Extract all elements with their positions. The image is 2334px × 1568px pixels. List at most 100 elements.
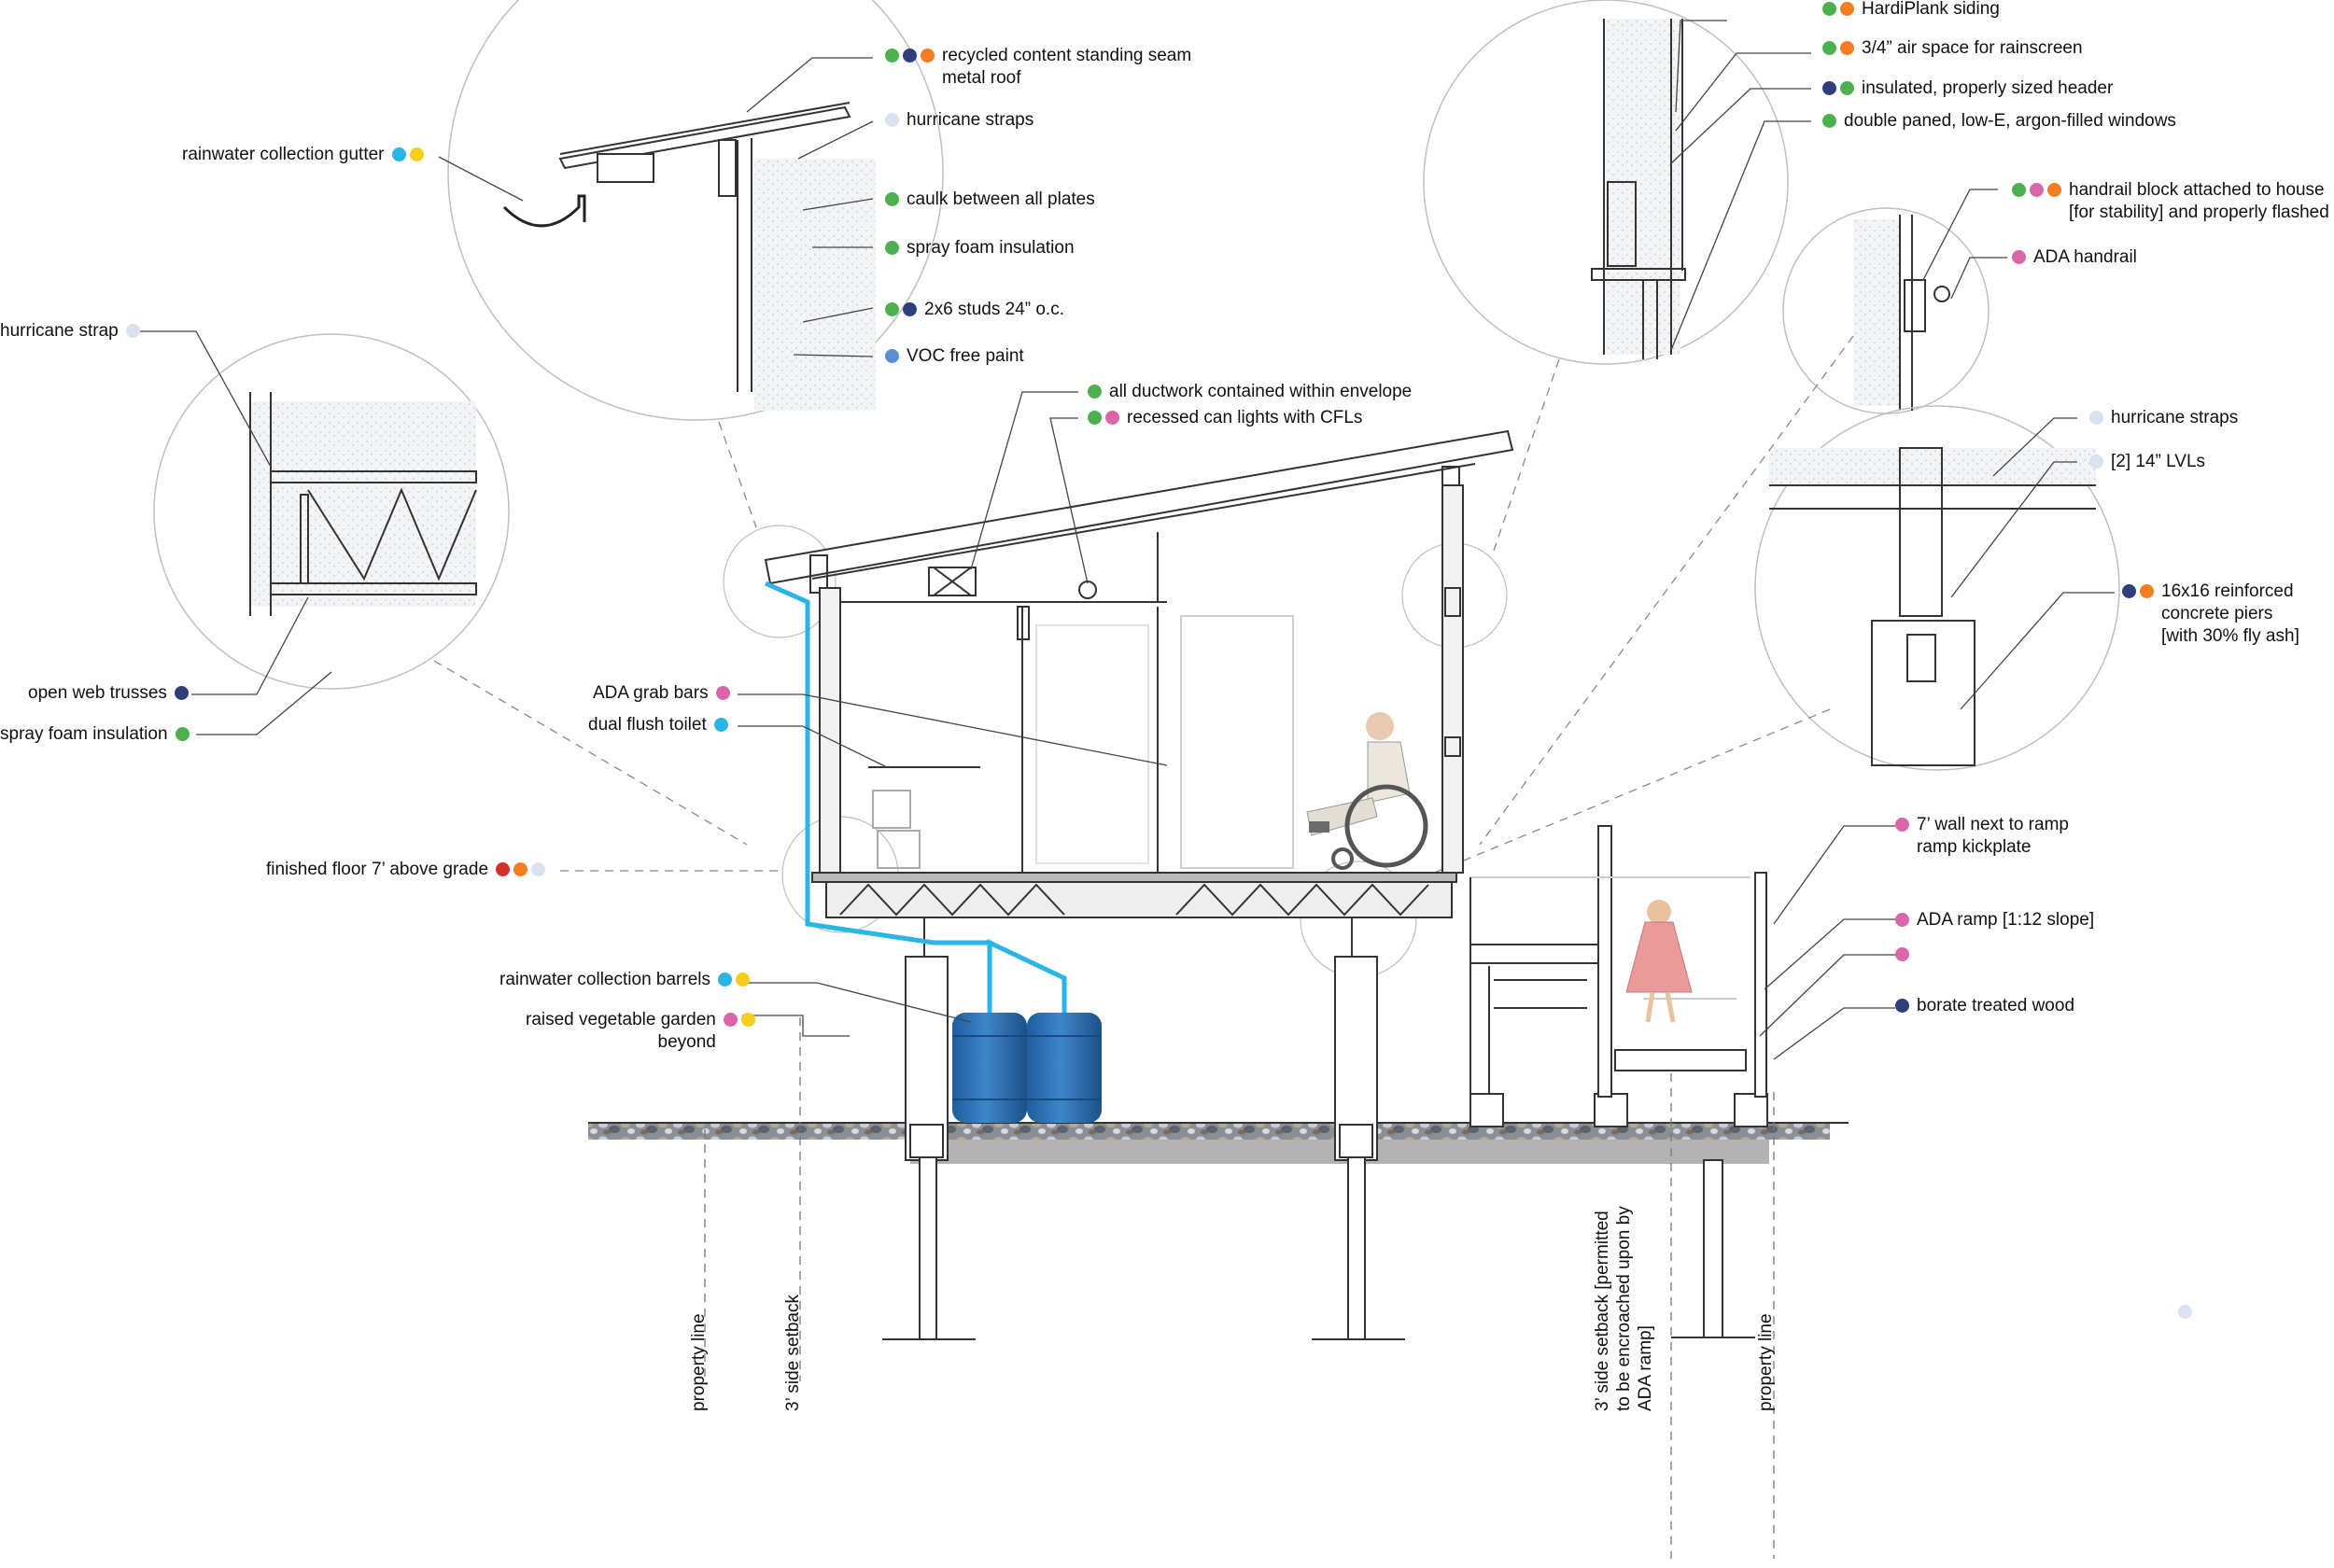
pink-dot-icon — [2030, 183, 2044, 198]
legend-dots — [1895, 999, 1909, 1014]
pink-dot-icon — [2012, 250, 2026, 265]
label-borate: borate treated wood — [1895, 995, 2074, 1017]
wall-detail-content — [247, 392, 477, 616]
label-hurricane-straps-right: hurricane straps — [2089, 407, 2238, 429]
label-text: metal roof — [942, 68, 1021, 88]
label-text: 3’ side setback [permitted — [1593, 1211, 1612, 1411]
lightblue-dot-icon — [531, 862, 546, 877]
orange-dot-icon — [513, 862, 528, 877]
label-lvls: [2] 14” LVLs — [2089, 451, 2205, 473]
pink-dot-icon — [1895, 818, 1909, 833]
label-text: spray foam insulation — [0, 724, 168, 744]
label-text: HardiPlank siding — [1862, 0, 2000, 19]
orange-dot-icon — [921, 49, 935, 63]
green-dot-icon — [885, 192, 899, 207]
label-caulk: caulk between all plates — [885, 189, 1095, 211]
detail-circle-pier — [1754, 405, 2120, 771]
label-text: handrail block attached to house — [2069, 180, 2325, 200]
roof-detail-content — [502, 102, 876, 411]
green-dot-icon — [885, 302, 899, 317]
label-text: borate treated wood — [1917, 996, 2075, 1015]
label-grab-bars: ADA grab bars — [593, 682, 730, 705]
label-text: 7’ wall next to ramp — [1917, 815, 2069, 834]
person-in-wheelchair — [1306, 712, 1428, 870]
label-handrail-block: handrail block attached to house [for sta… — [2012, 179, 2329, 224]
handrail-detail-content — [1853, 215, 1950, 411]
legend-dots — [391, 147, 424, 162]
label-text: ADA ramp] — [1636, 1325, 1655, 1411]
house-section — [764, 429, 1514, 918]
label-ada-handrail: ADA handrail — [2012, 246, 2137, 269]
pink-dot-icon — [715, 686, 730, 701]
green-dot-icon — [1822, 41, 1836, 56]
label-toilet: dual flush toilet — [588, 714, 728, 736]
rainwater-barrels — [952, 1013, 1102, 1123]
label-text: [for stability] and properly flashed — [2069, 203, 2329, 222]
legend-dots — [885, 113, 899, 128]
label-text: ADA grab bars — [593, 683, 709, 703]
navy-dot-icon — [1822, 81, 1836, 96]
detail-circle-window — [1423, 0, 1789, 365]
legend-dots — [1822, 41, 1854, 56]
green-dot-icon — [175, 727, 190, 742]
legend-dots — [2012, 250, 2026, 265]
label-trusses: open web trusses — [28, 682, 189, 705]
label-text: [with 30% fly ash] — [2161, 626, 2299, 646]
lightblue-dot-icon — [2089, 455, 2103, 469]
orange-dot-icon — [1840, 2, 1854, 17]
legend-dots — [885, 302, 917, 317]
label-header: insulated, properly sized header — [1822, 77, 2113, 100]
blue-dot-icon — [885, 349, 899, 364]
lightblue-dot-icon — [2089, 411, 2103, 426]
label-text: ADA ramp [1:12 slope] — [1917, 910, 2095, 930]
legend-dots — [175, 727, 190, 742]
label-leader-lines — [140, 20, 2115, 1060]
legend-dots — [2178, 1305, 2192, 1320]
label-barrels: rainwater collection barrels — [499, 969, 750, 991]
legend-dots — [1822, 2, 1854, 17]
label-text: property line — [1756, 1313, 1776, 1411]
label-text: beyond — [657, 1032, 716, 1052]
rainwater-pipe — [764, 581, 1067, 1013]
detail-circle-roof — [447, 0, 944, 421]
label-blank-pink — [1895, 944, 1917, 966]
label-text: rainwater collection barrels — [499, 970, 710, 989]
legend-dots — [2089, 455, 2103, 469]
cyan-dot-icon — [718, 973, 732, 987]
label-property-line-left: property line — [688, 1313, 710, 1411]
lightblue-dot-icon — [2178, 1305, 2192, 1320]
legend-dots — [715, 686, 730, 701]
label-hardiplank: HardiPlank siding — [1822, 0, 2000, 21]
green-dot-icon — [885, 241, 899, 256]
legend-dots — [1895, 947, 1909, 962]
label-stray-dot — [2178, 1301, 2200, 1323]
label-text: all ductwork contained within envelope — [1109, 382, 1413, 401]
label-text: VOC free paint — [907, 346, 1024, 366]
label-text: recessed can lights with CFLs — [1127, 408, 1363, 427]
yellow-dot-icon — [736, 973, 750, 987]
legend-dots — [2122, 584, 2154, 599]
legend-dots — [125, 324, 140, 339]
lightblue-dot-icon — [885, 113, 899, 128]
pink-dot-icon — [1105, 411, 1119, 426]
label-text: 16x16 reinforced — [2161, 581, 2294, 601]
piers — [882, 917, 1768, 1340]
pink-dot-icon — [723, 1013, 738, 1028]
navy-dot-icon — [903, 49, 917, 63]
label-text: raised vegetable garden — [526, 1010, 716, 1029]
legend-dots — [496, 862, 546, 877]
legend-dots — [718, 973, 750, 987]
legend-dots — [1822, 81, 1854, 96]
legend-dots — [713, 718, 728, 733]
label-text: rainwater collection gutter — [182, 145, 385, 164]
lightblue-dot-icon — [125, 324, 140, 339]
child-figure — [1625, 900, 1693, 1023]
label-airspace: 3/4” air space for rainscreen — [1822, 37, 2083, 60]
green-dot-icon — [1822, 114, 1836, 129]
legend-dots — [885, 241, 899, 256]
label-text: 3’ side setback — [783, 1295, 803, 1411]
orange-dot-icon — [2140, 584, 2154, 599]
pier-detail-content — [1769, 447, 2096, 766]
